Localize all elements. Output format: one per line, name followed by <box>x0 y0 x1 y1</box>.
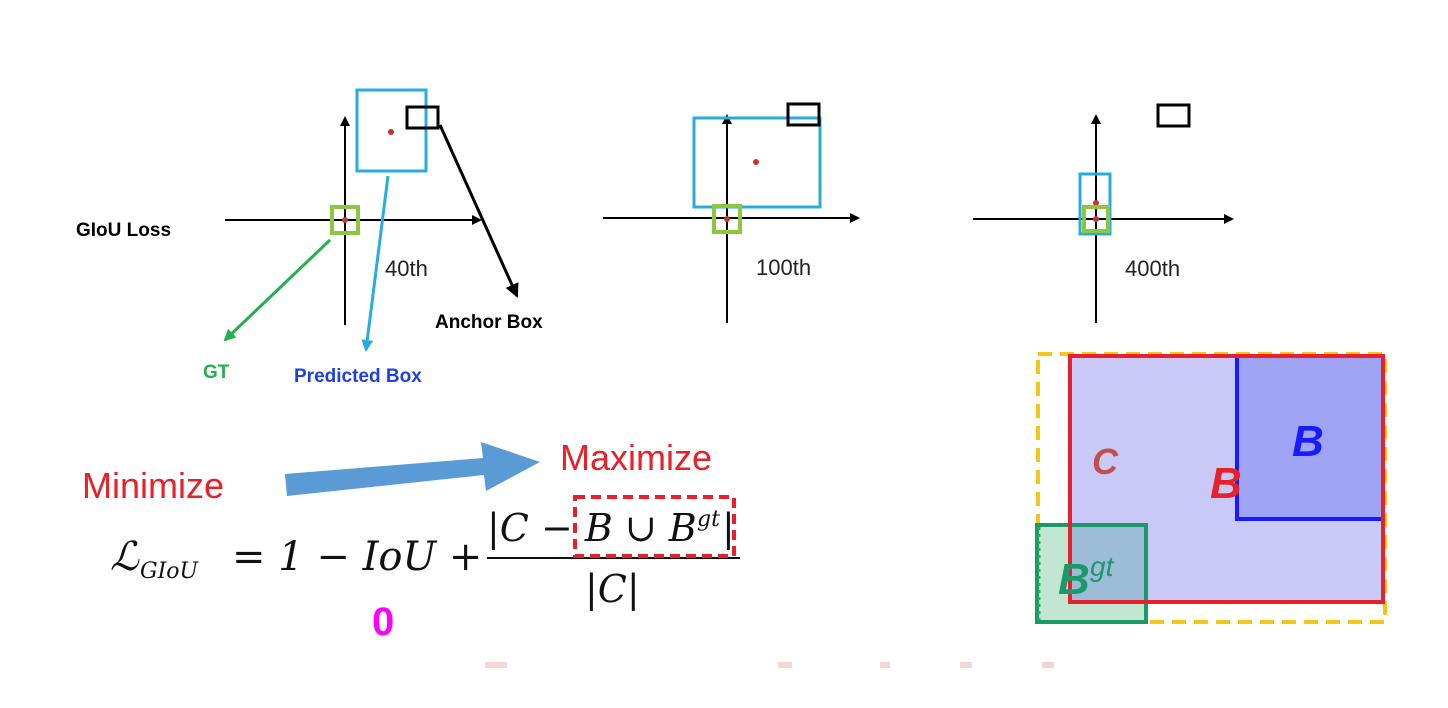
anchor-box <box>405 105 440 130</box>
giou-loss-label: GIoU Loss <box>76 220 171 241</box>
minimize-to-maximize-arrow <box>285 442 540 496</box>
giou-formula: ℒ GIoU = 1 − IoU + |C − B ∪ B gt | |C| 0 <box>110 495 740 644</box>
formula-denominator: |C| <box>585 567 640 611</box>
panel-40th: GIoU Loss 40th Anchor Box GT Predicted B… <box>76 88 543 387</box>
gt-box <box>330 205 360 235</box>
cropped-text-fragments <box>485 662 1054 668</box>
formula-lhs-subscript: GIoU <box>140 559 200 584</box>
b-blue-label: B <box>1292 417 1324 466</box>
formula-lhs-symbol: ℒ <box>110 534 140 580</box>
panel-100th: 100th <box>603 102 860 323</box>
box-bgt-overlap <box>1070 525 1146 602</box>
iteration-40-label: 40th <box>385 256 428 281</box>
minimize-label: Minimize <box>82 465 224 506</box>
b-red-label: B <box>1210 459 1242 508</box>
formula-numerator: |C − B ∪ B <box>487 506 697 550</box>
iteration-400-label: 400th <box>1125 256 1180 281</box>
min-max-annotation: Minimize Maximize <box>82 437 712 506</box>
predicted-center-dot <box>388 129 394 135</box>
formula-main: = 1 − IoU + <box>232 534 482 580</box>
union-highlight-box <box>573 495 736 558</box>
maximize-label: Maximize <box>560 437 712 478</box>
gt-box <box>712 204 742 234</box>
formula-numerator-sup: gt <box>697 507 720 532</box>
iou-zero-label: 0 <box>372 600 394 644</box>
gt-center-dot <box>342 217 348 223</box>
gt-label: GT <box>203 362 230 383</box>
box-overlap-diagram: C B B B gt <box>1035 352 1387 624</box>
anchor-box-label: Anchor Box <box>435 312 543 333</box>
gt-center-dot <box>724 216 730 222</box>
anchor-box <box>1156 103 1191 128</box>
box-b-blue <box>1235 354 1385 521</box>
predicted-box-label: Predicted Box <box>294 366 422 387</box>
formula-numerator-close: | <box>722 506 735 550</box>
predicted-center-dot <box>1093 200 1099 206</box>
box-bgt-border <box>1035 523 1148 624</box>
bgt-sup: gt <box>1090 551 1115 582</box>
predicted-center-dot <box>753 159 759 165</box>
bgt-label: B <box>1058 555 1090 604</box>
anchor-box <box>786 102 821 127</box>
box-b-red <box>1068 354 1385 604</box>
predicted-box <box>692 116 822 209</box>
panel-400th: 400th <box>973 103 1234 323</box>
c-label: C <box>1092 441 1119 482</box>
predicted-box <box>1078 172 1112 236</box>
gt-arrow <box>223 238 332 342</box>
predicted-box <box>355 88 428 173</box>
gt-center-dot <box>1093 216 1099 222</box>
predicted-arrow <box>361 175 390 352</box>
iteration-100-label: 100th <box>756 255 811 280</box>
gt-box <box>1082 205 1110 233</box>
anchor-arrow <box>438 124 519 298</box>
